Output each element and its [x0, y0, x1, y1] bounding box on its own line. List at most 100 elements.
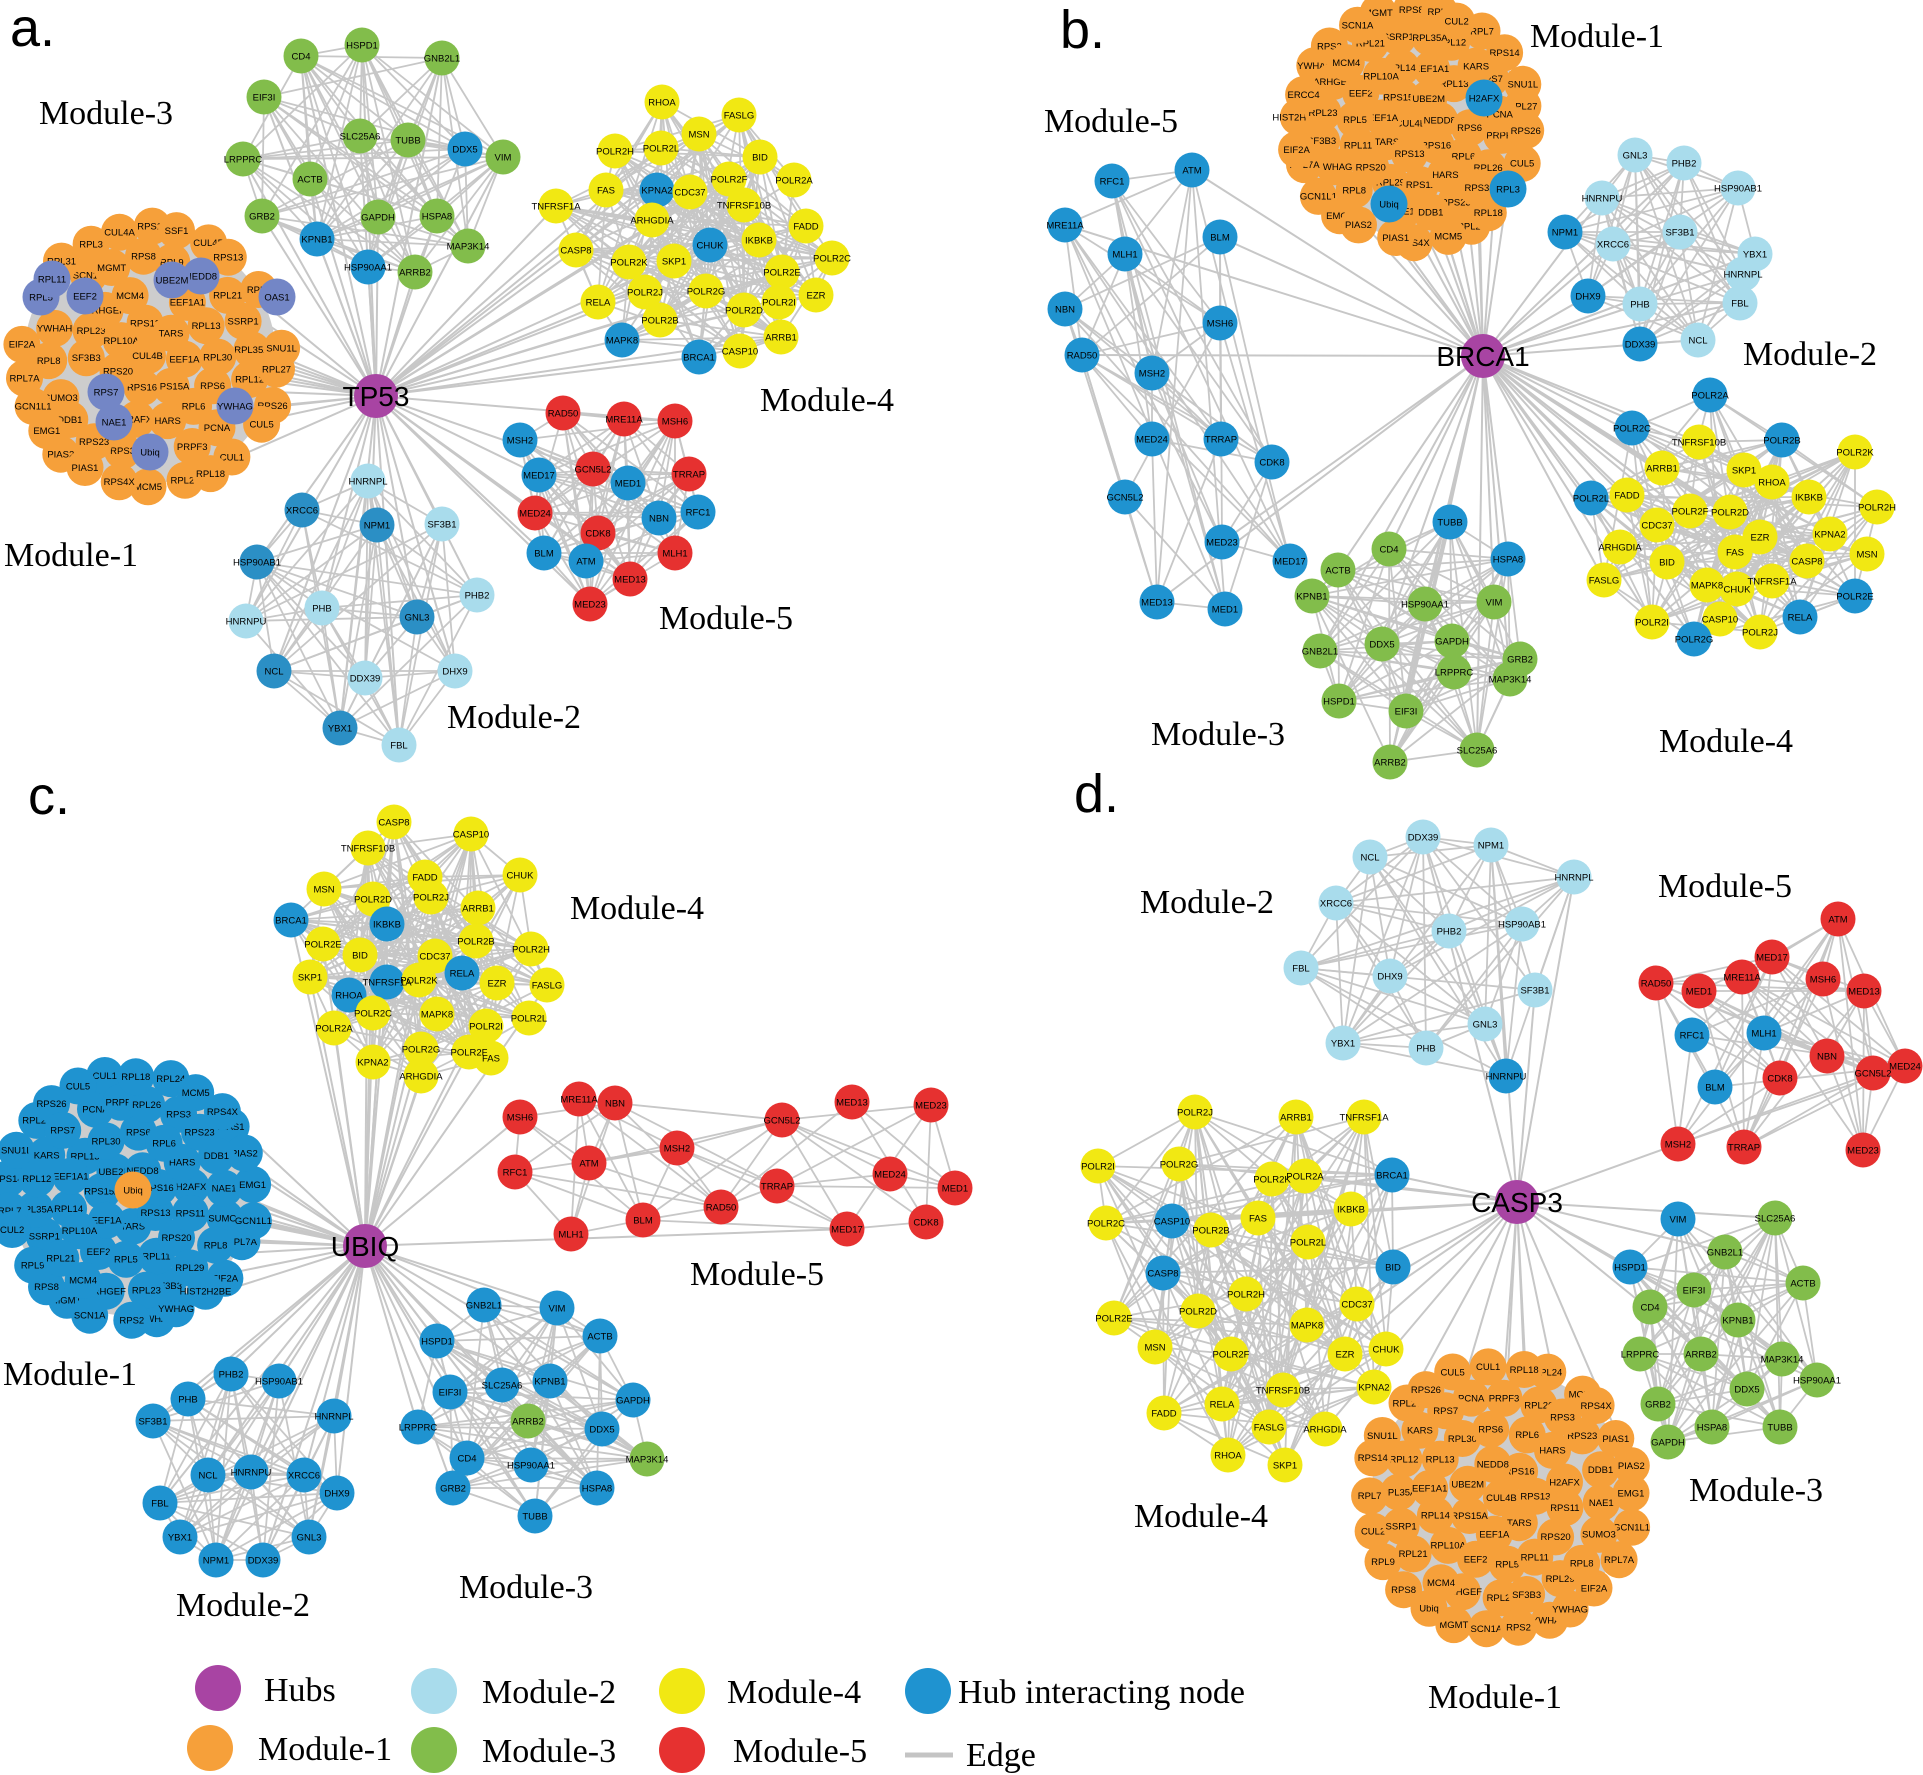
svg-text:H2AFX: H2AFX: [1549, 1477, 1580, 1488]
svg-text:HSPD1: HSPD1: [421, 1336, 453, 1347]
svg-text:TUBB: TUBB: [1437, 517, 1462, 528]
svg-text:POLR2J: POLR2J: [1742, 627, 1778, 638]
svg-text:ARHGDIA: ARHGDIA: [399, 1071, 443, 1082]
svg-text:RELA: RELA: [1788, 612, 1813, 623]
svg-text:BID: BID: [352, 950, 368, 961]
svg-text:PHB: PHB: [1630, 299, 1650, 310]
svg-text:POLR2L: POLR2L: [1573, 493, 1609, 504]
svg-text:TNFRSF10B: TNFRSF10B: [341, 843, 395, 854]
svg-text:GNL3: GNL3: [297, 1532, 322, 1543]
svg-text:POLR2L: POLR2L: [1290, 1237, 1326, 1248]
svg-text:PIAS1: PIAS1: [1602, 1434, 1629, 1445]
svg-text:TP53: TP53: [343, 381, 410, 412]
svg-text:RPL24: RPL24: [156, 1074, 185, 1085]
svg-text:POLR2C: POLR2C: [1087, 1218, 1125, 1229]
svg-text:FAS: FAS: [482, 1053, 500, 1064]
svg-text:EIF2A: EIF2A: [1283, 145, 1310, 156]
svg-text:CDC37: CDC37: [674, 187, 705, 198]
svg-text:FAS: FAS: [1249, 1213, 1267, 1224]
svg-text:KARS: KARS: [34, 1150, 60, 1161]
svg-text:SNU1L: SNU1L: [1, 1146, 32, 1157]
svg-text:GCN5L2: GCN5L2: [1855, 1068, 1892, 1079]
svg-text:POLR2I: POLR2I: [469, 1021, 503, 1032]
svg-text:SF3B3: SF3B3: [1307, 136, 1336, 147]
svg-text:POLR2E: POLR2E: [304, 939, 342, 950]
svg-text:IKBKB: IKBKB: [745, 235, 773, 246]
svg-text:RPS2: RPS2: [1317, 41, 1342, 52]
svg-text:RPS16: RPS16: [144, 1183, 174, 1194]
svg-text:ARRB2: ARRB2: [1685, 1349, 1717, 1360]
svg-text:PIAS1: PIAS1: [72, 463, 99, 474]
svg-text:RPL12: RPL12: [1389, 1454, 1418, 1465]
svg-text:YWHAH: YWHAH: [139, 1314, 175, 1325]
svg-text:TRRAP: TRRAP: [761, 1181, 793, 1192]
svg-text:RPL13: RPL13: [1426, 1454, 1455, 1465]
svg-text:RPS4X: RPS4X: [1581, 1401, 1613, 1412]
svg-text:OAS1: OAS1: [264, 292, 289, 303]
svg-text:RPL35A: RPL35A: [234, 345, 270, 356]
svg-text:RPL26: RPL26: [1524, 1400, 1553, 1411]
svg-text:RPL5: RPL5: [1495, 1559, 1519, 1570]
svg-text:RPL6: RPL6: [1452, 152, 1476, 163]
svg-text:SSF1: SSF1: [165, 226, 189, 237]
svg-text:EEF2: EEF2: [73, 291, 97, 302]
svg-text:POLR2F: POLR2F: [451, 1047, 488, 1058]
svg-text:NAE1: NAE1: [102, 417, 127, 428]
svg-text:RPS3: RPS3: [166, 1110, 191, 1121]
svg-text:RPL30: RPL30: [1448, 1434, 1477, 1445]
svg-text:MLH1: MLH1: [1751, 1028, 1776, 1039]
svg-text:FBL: FBL: [1731, 298, 1748, 309]
svg-text:BID: BID: [1659, 557, 1675, 568]
svg-text:PRPF3: PRPF3: [1486, 131, 1517, 142]
svg-text:POLR2H: POLR2H: [1227, 1289, 1265, 1300]
svg-text:POLR2G: POLR2G: [687, 286, 726, 297]
svg-text:EIF3I: EIF3I: [439, 1387, 462, 1398]
svg-text:YWHAH: YWHAH: [37, 324, 73, 335]
svg-text:HSP90AA1: HSP90AA1: [344, 262, 392, 273]
svg-text:EEF1A: EEF1A: [1368, 113, 1399, 124]
svg-text:CD4: CD4: [1640, 1302, 1659, 1313]
svg-text:Module-5: Module-5: [1044, 103, 1178, 140]
svg-text:RPL29: RPL29: [1546, 1574, 1575, 1585]
svg-text:RPS11: RPS11: [1550, 1503, 1579, 1514]
svg-text:GNB2L1: GNB2L1: [424, 53, 460, 64]
svg-text:TARS: TARS: [1375, 137, 1400, 148]
svg-text:MGMT: MGMT: [52, 1296, 81, 1307]
svg-text:MCM4: MCM4: [116, 291, 144, 302]
svg-text:RPL12: RPL12: [22, 1174, 51, 1185]
svg-text:BLM: BLM: [633, 1215, 653, 1226]
svg-text:RPL8: RPL8: [1342, 185, 1366, 196]
svg-text:EIF3I: EIF3I: [1683, 1285, 1706, 1296]
svg-text:PIAS2: PIAS2: [47, 450, 74, 461]
svg-text:MCM5: MCM5: [134, 482, 162, 493]
svg-text:POLR2D: POLR2D: [354, 894, 392, 905]
svg-text:RPL23: RPL23: [1487, 1593, 1516, 1604]
svg-text:TNFRSF1A: TNFRSF1A: [1747, 576, 1797, 587]
svg-text:POLR2B: POLR2B: [457, 936, 495, 947]
svg-text:RHOA: RHOA: [1214, 1450, 1242, 1461]
svg-text:RPL12: RPL12: [235, 375, 264, 386]
svg-text:SF3B3: SF3B3: [1512, 1590, 1541, 1601]
svg-text:EEF2: EEF2: [1464, 1555, 1488, 1566]
svg-text:SUMO3: SUMO3: [208, 1214, 242, 1225]
svg-text:RPS8: RPS8: [131, 252, 156, 263]
svg-text:CUL5: CUL5: [249, 420, 273, 431]
svg-text:IKBKB: IKBKB: [373, 919, 401, 930]
svg-text:Module-2: Module-2: [447, 699, 581, 736]
svg-text:RPS3: RPS3: [110, 446, 135, 457]
svg-text:Edge: Edge: [966, 1737, 1036, 1774]
svg-text:NCL: NCL: [198, 1470, 217, 1481]
svg-text:RPL18: RPL18: [196, 469, 225, 480]
svg-text:SF3B1: SF3B1: [138, 1416, 167, 1427]
svg-text:Ubiq: Ubiq: [123, 1185, 143, 1196]
svg-text:BRCA1: BRCA1: [275, 915, 307, 926]
svg-text:MED23: MED23: [1206, 537, 1238, 548]
svg-text:YWHAG: YWHAG: [1317, 162, 1353, 173]
svg-text:CUL4B: CUL4B: [1395, 119, 1426, 130]
svg-text:EIF2A: EIF2A: [1581, 1583, 1608, 1594]
svg-text:MSH2: MSH2: [1139, 368, 1165, 379]
svg-text:TUBB: TUBB: [395, 135, 420, 146]
svg-text:RPL8: RPL8: [204, 1241, 228, 1252]
svg-text:Hubs: Hubs: [264, 1672, 336, 1709]
svg-text:TNFRSF1A: TNFRSF1A: [1339, 1112, 1389, 1123]
